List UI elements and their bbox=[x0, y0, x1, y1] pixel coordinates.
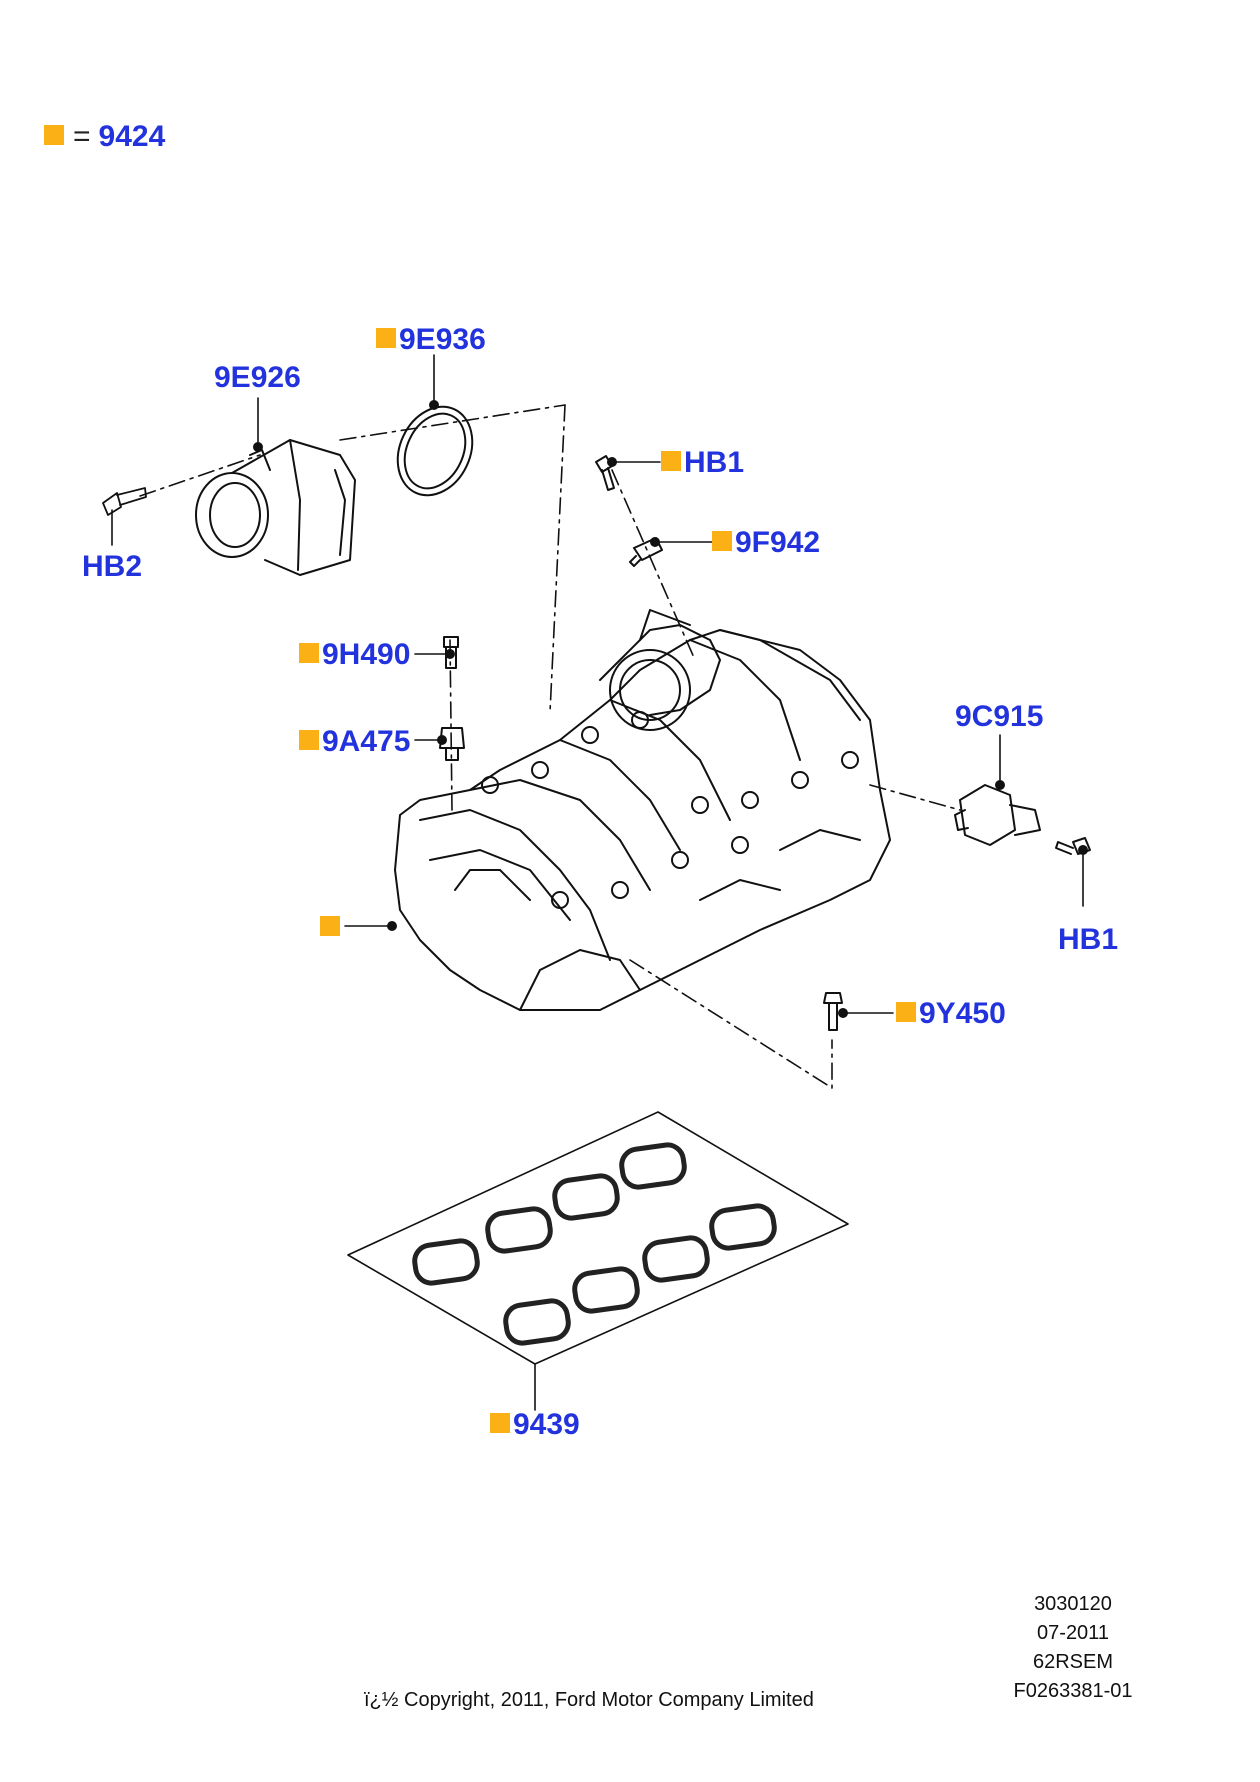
callout-9e926[interactable]: 9E926 bbox=[214, 363, 301, 393]
bolt-hb1-right bbox=[1055, 837, 1091, 855]
bolt-9h490 bbox=[443, 636, 459, 669]
callout-9439[interactable]: 9439 bbox=[490, 1410, 580, 1440]
callout-9a475[interactable]: 9A475 bbox=[299, 727, 410, 757]
callout-unlabeled-marker[interactable] bbox=[320, 913, 343, 943]
marker-9e936 bbox=[376, 328, 396, 349]
callout-9y450-text: 9Y450 bbox=[919, 997, 1006, 1030]
marker-9a475 bbox=[299, 730, 319, 751]
marker-9y450 bbox=[896, 1002, 916, 1023]
gasket-set-9439 bbox=[347, 1111, 849, 1365]
marker-9439 bbox=[490, 1413, 510, 1434]
callout-9439-text: 9439 bbox=[513, 1408, 580, 1441]
marker-9f942 bbox=[712, 531, 732, 552]
callout-9e926-text: 9E926 bbox=[214, 361, 301, 394]
sensor-9f942 bbox=[629, 537, 663, 567]
bolt-hb2 bbox=[102, 487, 147, 516]
callout-hb2[interactable]: HB2 bbox=[82, 552, 142, 582]
figure-code: 3030120 bbox=[1034, 1593, 1112, 1615]
legend-equals: = bbox=[73, 120, 91, 153]
callout-9h490[interactable]: 9H490 bbox=[299, 640, 410, 670]
figure-id: F0263381-01 bbox=[1013, 1680, 1133, 1702]
copyright-notice: ï¿½ Copyright, 2011, Ford Motor Company … bbox=[364, 1689, 814, 1711]
callout-hb1-right[interactable]: HB1 bbox=[1058, 925, 1118, 955]
stud-9y450 bbox=[823, 992, 848, 1031]
callout-9e936[interactable]: 9E936 bbox=[376, 325, 486, 355]
callout-9c915-text: 9C915 bbox=[955, 700, 1044, 733]
callout-9f942-text: 9F942 bbox=[735, 526, 821, 559]
legend-value: 9424 bbox=[98, 120, 166, 153]
marker-9h490 bbox=[299, 643, 319, 664]
bolt-hb1-top bbox=[595, 455, 617, 491]
callout-hb1-top[interactable]: HB1 bbox=[661, 448, 744, 478]
callout-9y450[interactable]: 9Y450 bbox=[896, 999, 1006, 1029]
o-ring-9e936 bbox=[396, 400, 474, 497]
valve-9c915 bbox=[954, 780, 1041, 846]
callout-9e936-text: 9E936 bbox=[399, 323, 486, 356]
callout-hb1-right-text: HB1 bbox=[1058, 923, 1119, 956]
marker-hb1-top bbox=[661, 451, 681, 472]
throttle-body-9e926 bbox=[195, 439, 356, 576]
legend: =9424 bbox=[44, 122, 165, 152]
figure-metadata: 3030120 07-2011 62RSEM F0263381-01 bbox=[1008, 1590, 1138, 1706]
figure-series: 62RSEM bbox=[1032, 1651, 1114, 1673]
marker-manifold bbox=[320, 916, 340, 937]
callout-9h490-text: 9H490 bbox=[322, 638, 411, 671]
intake-manifold-body bbox=[387, 609, 891, 1011]
callout-hb1-top-text: HB1 bbox=[684, 446, 745, 479]
leader-lines bbox=[111, 354, 1084, 1411]
legend-marker bbox=[44, 125, 64, 146]
callout-hb2-text: HB2 bbox=[82, 550, 143, 583]
assembly-centerlines bbox=[139, 404, 961, 1089]
callout-9c915[interactable]: 9C915 bbox=[955, 702, 1043, 732]
figure-date: 07-2011 bbox=[1037, 1622, 1109, 1644]
callout-9f942[interactable]: 9F942 bbox=[712, 528, 820, 558]
callout-9a475-text: 9A475 bbox=[322, 725, 411, 758]
sensor-9a475 bbox=[437, 727, 465, 761]
